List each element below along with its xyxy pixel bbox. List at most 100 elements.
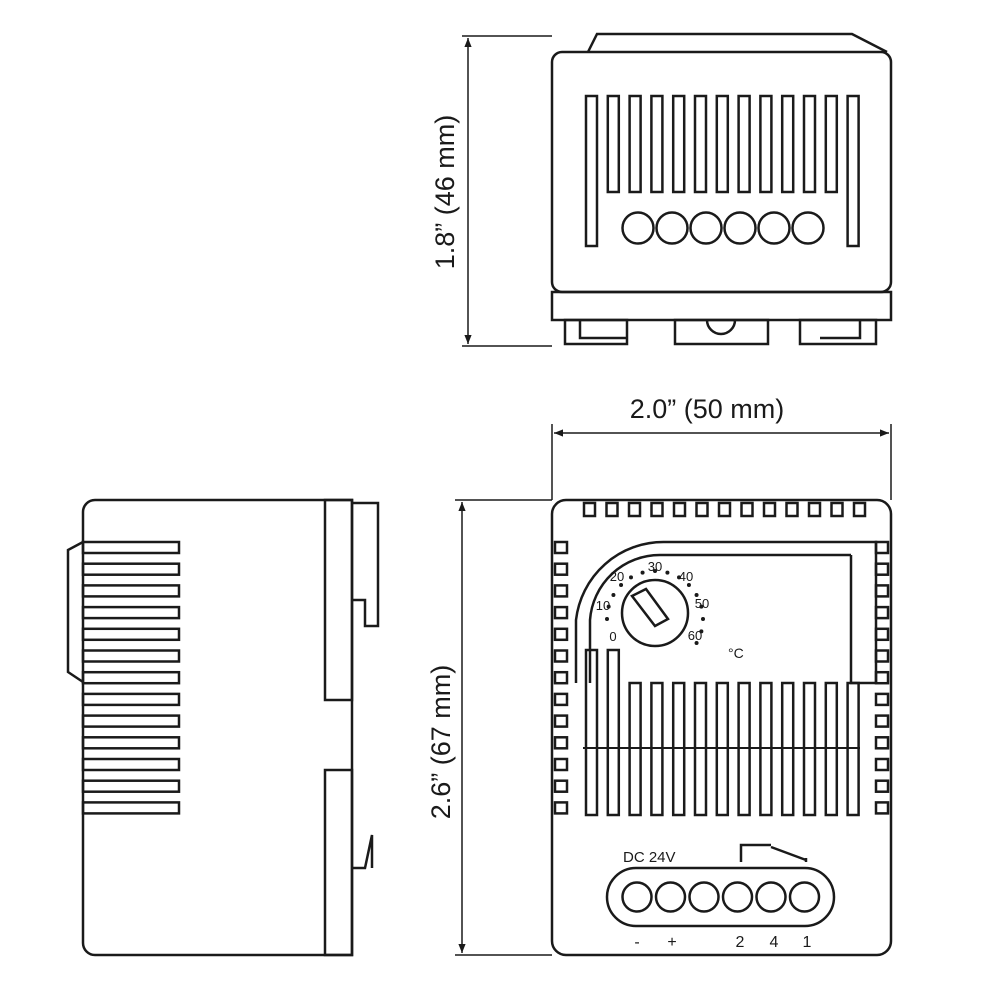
front-top-notch (627, 501, 642, 518)
front-left-notch (553, 649, 569, 663)
top-vent-slot (650, 94, 664, 194)
dial-pointer (630, 587, 670, 628)
side-vent-slot (81, 714, 181, 728)
dial-dot (629, 575, 633, 580)
front-terminal-hole (621, 881, 653, 913)
side-vent-slot (81, 779, 181, 793)
side-view-vent-slots (81, 540, 181, 815)
top-view (550, 32, 893, 346)
supply-voltage-label: DC 24V (623, 849, 676, 866)
side-view-din-spring (352, 834, 374, 870)
front-right-notch (874, 757, 890, 772)
front-left-notch (553, 714, 569, 728)
dial-dot (694, 593, 699, 597)
dimension-lines (455, 35, 892, 956)
front-view-body (550, 498, 893, 957)
dial-dot (653, 569, 657, 573)
front-view-display-window (574, 540, 878, 685)
top-view-cap (586, 32, 888, 54)
front-left-notch (553, 692, 569, 707)
front-right-notch (874, 584, 890, 598)
side-vent-slot (81, 627, 181, 642)
front-top-notch (672, 501, 687, 518)
dial-dot (640, 570, 645, 575)
top-vent-slot (606, 94, 621, 194)
front-left-notch (553, 605, 569, 620)
side-vent-slot (81, 670, 181, 685)
top-terminal-hole (791, 211, 825, 245)
front-top-notch (762, 501, 777, 518)
front-top-notch (717, 501, 732, 518)
dial-dot (677, 575, 681, 580)
dial-scale-label: 20 (610, 569, 624, 584)
front-view-terminal-holes (621, 881, 821, 913)
dial-scale-label: 30 (648, 559, 662, 574)
top-view-body (550, 50, 893, 294)
top-vent-slot (780, 94, 795, 194)
dial-dot (686, 583, 691, 588)
top-terminal-hole (655, 211, 689, 245)
top-vent-slot (584, 94, 599, 248)
top-vent-slot (715, 94, 730, 194)
top-vent-slot (693, 94, 708, 194)
front-view-display-inner (588, 553, 851, 683)
width-dimension-label: 2.0” (50 mm) (630, 394, 785, 424)
top-vent-slot (628, 94, 642, 194)
front-right-notch (874, 801, 890, 815)
front-top-notch (605, 501, 619, 518)
top-terminal-hole (757, 211, 791, 245)
front-right-notch (874, 692, 890, 707)
top-view-terminal-holes (621, 211, 825, 245)
side-vent-slot (81, 692, 181, 707)
dial-dot (699, 629, 704, 634)
top-terminal-hole (723, 211, 757, 245)
height-dimension-label: 1.8” (46 mm) (430, 115, 460, 270)
front-view-vent-slots (583, 648, 860, 817)
dial-scale-label: 60 (688, 628, 702, 643)
dial-dot (701, 617, 705, 621)
front-left-notch (553, 562, 569, 576)
front-right-notch (874, 605, 890, 620)
front-terminal-hole (755, 881, 787, 913)
relay-contact-symbol (739, 843, 808, 862)
dial-dot (665, 570, 670, 575)
dial-dot (606, 604, 611, 609)
side-view-rail-lower (323, 768, 354, 957)
front-right-notch (874, 649, 890, 663)
front-left-notch (553, 736, 569, 750)
front-right-notch (874, 540, 890, 555)
side-view (66, 498, 380, 957)
top-vent-slot (671, 94, 686, 194)
dial-dot (699, 604, 704, 609)
terminal-label: - (634, 934, 639, 951)
front-right-notch (874, 627, 890, 642)
top-view-vent-slots (584, 94, 860, 248)
front-right-notch (874, 562, 890, 576)
front-top-notch (695, 501, 709, 518)
front-view-top-notches (582, 501, 867, 518)
side-vent-slot (81, 757, 181, 772)
top-terminal-hole (621, 211, 655, 245)
dial-dot (694, 641, 699, 645)
side-vent-slot (81, 736, 181, 750)
front-terminal-hole (688, 881, 720, 913)
front-top-notch (740, 501, 754, 518)
front-right-notch (874, 670, 890, 685)
front-top-notch (830, 501, 844, 518)
top-terminal-hole (689, 211, 723, 245)
dial-scale-label: 10 (596, 598, 610, 613)
front-left-notch (553, 627, 569, 642)
top-vent-slot (824, 94, 839, 194)
front-terminal-hole (721, 881, 754, 913)
front-right-notch (874, 714, 890, 728)
dial-dot (611, 593, 616, 597)
side-view-din-hook (352, 501, 380, 628)
front-top-notch (785, 501, 799, 518)
front-terminal-hole (788, 881, 821, 913)
side-view-body (81, 498, 354, 957)
terminal-label: 2 (736, 934, 745, 951)
top-vent-slot (737, 94, 751, 194)
